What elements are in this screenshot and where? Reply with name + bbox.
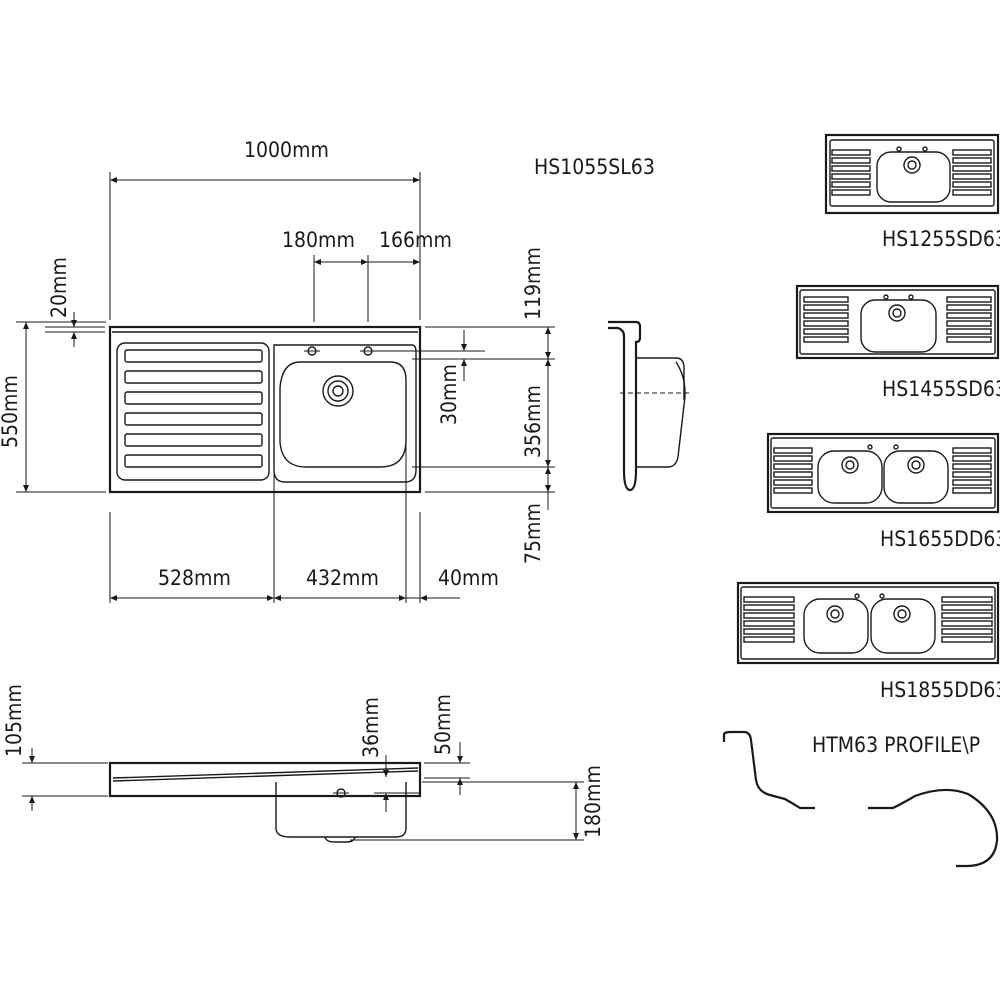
dim-tap-offset-b: 166mm: [379, 228, 452, 252]
thumb-hs1255sd63: [824, 133, 1000, 215]
dim-bottom-margin: 75mm: [521, 503, 545, 564]
section-view: [608, 320, 690, 492]
drainer-panel: [116, 342, 270, 481]
dim-lip: 20mm: [47, 257, 71, 318]
main-model-label: HS1055SL63: [534, 155, 655, 179]
dim-drainer: 528mm: [158, 566, 231, 590]
sink-outline: [108, 325, 422, 494]
dim-right-margin: 40mm: [438, 566, 499, 590]
dim-bowl-depth: 180mm: [581, 765, 605, 838]
dim-tap-offset-a: 180mm: [282, 228, 355, 252]
dim-top-margin: 119mm: [521, 247, 545, 320]
dim-tap-hole: 30mm: [437, 364, 461, 425]
thumb-hs1855dd63: [736, 581, 1000, 665]
dim-depth: 550mm: [0, 375, 22, 448]
dim-side-50: 50mm: [431, 694, 455, 755]
model-label-2: HS1455SD63: [882, 377, 1000, 401]
bowl: [279, 361, 407, 468]
drainer-ribs: [124, 349, 263, 468]
dim-side-height: 105mm: [2, 684, 26, 757]
thumb-hs1455sd63: [795, 284, 1000, 360]
dim-bowl-width: 432mm: [306, 566, 379, 590]
front-dimensions: 105mm 36mm 50mm 180mm: [2, 684, 605, 841]
profile-drawing: [722, 730, 999, 868]
bowl-surround: [273, 344, 417, 483]
dim-overall-width: 1000mm: [244, 138, 329, 162]
tap-holes: [304, 346, 485, 356]
front-elevation: [108, 761, 422, 843]
top-view: [108, 325, 485, 494]
dim-bowl-length: 356mm: [521, 385, 545, 458]
waste-outlet: [322, 375, 354, 407]
model-label-1: HS1255SD63: [882, 227, 1000, 251]
thumb-hs1655dd63: [766, 432, 1000, 514]
model-label-3: HS1655DD63: [880, 527, 1000, 551]
top-dimensions: 1000mm 180mm 166mm 20mm 550mm 119mm 356m…: [0, 138, 555, 603]
profile-label: HTM63 PROFILE\P: [812, 733, 980, 757]
dim-side-36: 36mm: [359, 697, 383, 758]
model-label-4: HS1855DD63: [880, 678, 1000, 702]
